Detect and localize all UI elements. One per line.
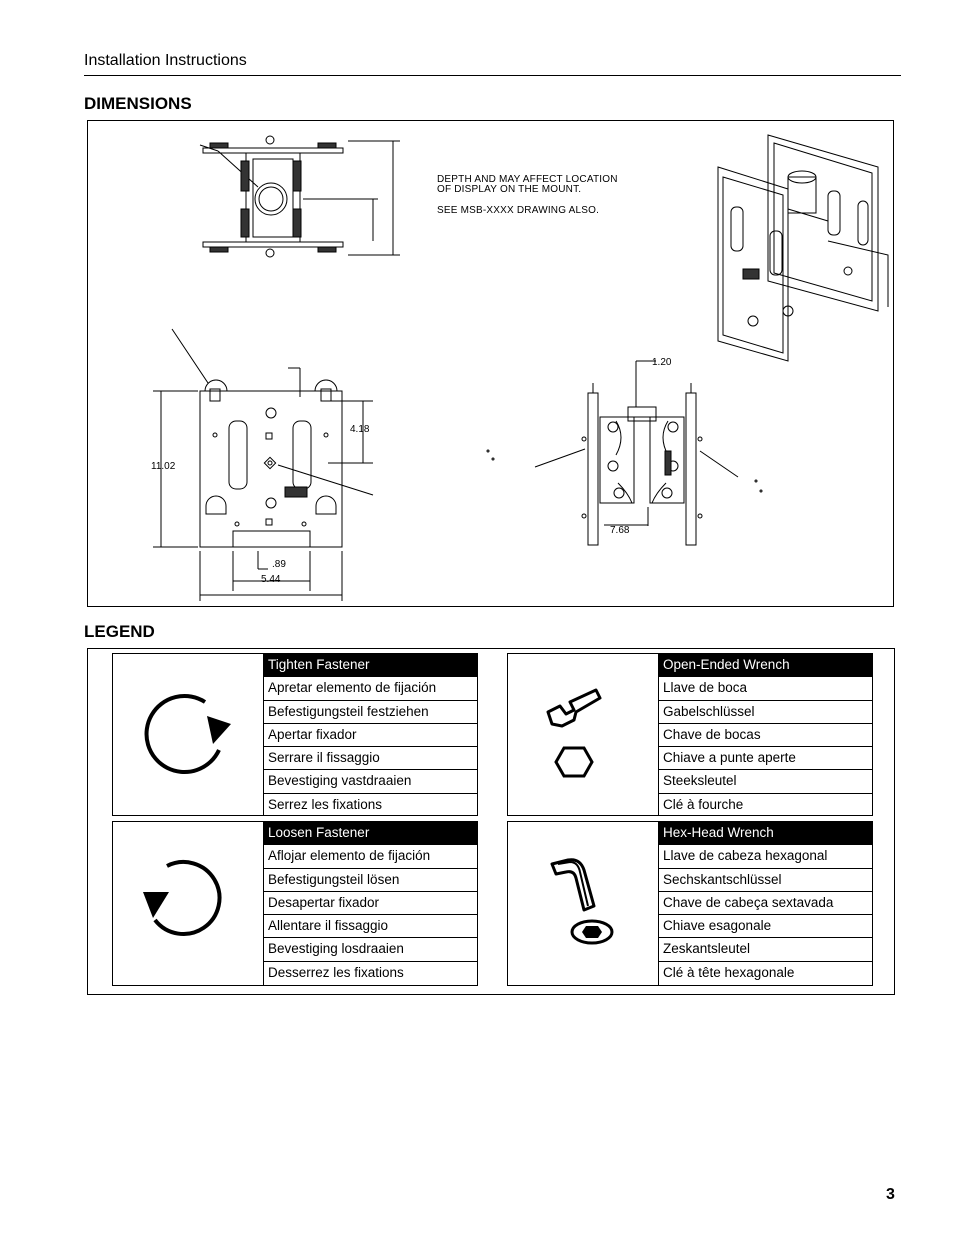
legend-open-wrench-fr: Clé à fourche xyxy=(663,796,744,812)
legend-loosen-de: Befestigungsteil lösen xyxy=(264,869,477,892)
technical-drawing xyxy=(153,134,889,601)
legend-tighten-de: Befestigungsteil festziehen xyxy=(264,701,477,724)
legend-loosen-pt: Desapertar fixador xyxy=(264,892,477,916)
counterclockwise-arrow-icon xyxy=(113,822,264,985)
page-number: 3 xyxy=(886,1186,895,1203)
legend-tighten-it: Serrare il fissaggio xyxy=(264,747,477,771)
isometric-view-drawing xyxy=(717,134,889,362)
legend-hex-wrench-nl: Zeskantsleutel xyxy=(659,938,872,962)
dimensions-heading: DIMENSIONS xyxy=(84,94,192,113)
legend-open-wrench-table: Open-Ended Wrench Llave de boca Gabelsch… xyxy=(659,654,872,817)
legend-tighten-nl: Bevestiging vastdraaien xyxy=(264,770,477,794)
dimensions-drawing: DEPTH AND MAY AFFECT LOCATION OF DISPLAY… xyxy=(87,120,894,607)
legend-hex-wrench-fr: Clé à tête hexagonale xyxy=(663,964,795,980)
legend-box: Tighten Fastener Apretar elemento de fij… xyxy=(87,648,895,995)
clockwise-arrow-icon xyxy=(113,654,264,815)
top-view-drawing xyxy=(199,135,400,258)
legend-loosen-fr: Desserrez les fixations xyxy=(268,964,404,980)
legend-loosen-title: Loosen Fastener xyxy=(264,822,477,846)
legend-open-ended-wrench: Open-Ended Wrench Llave de boca Gabelsch… xyxy=(507,653,873,816)
legend-open-wrench-title: Open-Ended Wrench xyxy=(659,654,872,678)
header-rule xyxy=(84,75,901,76)
drawing-note-line-2: OF DISPLAY ON THE MOUNT. xyxy=(437,184,582,195)
legend-hex-wrench-title: Hex-Head Wrench xyxy=(659,822,872,846)
legend-loosen-nl: Bevestiging losdraaien xyxy=(264,938,477,962)
legend-hex-wrench-es: Llave de cabeza hexagonal xyxy=(659,845,872,869)
open-ended-wrench-icon xyxy=(508,654,659,815)
dimension-418: 4.18 xyxy=(350,424,370,435)
legend-loosen-it: Allentare il fissaggio xyxy=(264,915,477,939)
legend-hex-head-wrench: Hex-Head Wrench Llave de cabeza hexagona… xyxy=(507,821,873,986)
legend-open-wrench-de: Gabelschlüssel xyxy=(659,701,872,724)
legend-open-wrench-es: Llave de boca xyxy=(659,677,872,701)
legend-hex-wrench-de: Sechskantschlüssel xyxy=(659,869,872,892)
legend-open-wrench-nl: Steeksleutel xyxy=(659,770,872,794)
drawing-note-line-1: DEPTH AND MAY AFFECT LOCATION xyxy=(437,174,618,185)
legend-hex-wrench-pt: Chave de cabeça sextavada xyxy=(659,892,872,916)
page-header: Installation Instructions xyxy=(84,52,247,69)
legend-open-wrench-pt: Chave de bocas xyxy=(659,724,872,748)
legend-tighten-title: Tighten Fastener xyxy=(264,654,477,678)
legend-open-wrench-it: Chiave a punte aperte xyxy=(659,747,872,771)
dimension-120: 1.20 xyxy=(652,357,672,368)
legend-tighten-es: Apretar elemento de fijación xyxy=(264,677,477,701)
dimension-768: 7.68 xyxy=(610,525,630,536)
legend-loosen-es: Aflojar elemento de fijación xyxy=(264,845,477,869)
side-view-drawing xyxy=(486,360,763,546)
legend-tighten-fastener: Tighten Fastener Apretar elemento de fij… xyxy=(112,653,478,816)
legend-loosen-fastener: Loosen Fastener Aflojar elemento de fija… xyxy=(112,821,478,986)
legend-tighten-table: Tighten Fastener Apretar elemento de fij… xyxy=(264,654,477,817)
legend-tighten-pt: Apertar fixador xyxy=(264,724,477,748)
hex-head-wrench-icon xyxy=(508,822,659,985)
legend-heading: LEGEND xyxy=(84,622,155,641)
dimension-height: 11.02 xyxy=(151,461,176,472)
legend-hex-wrench-it: Chiave esagonale xyxy=(659,915,872,939)
legend-hex-wrench-table: Hex-Head Wrench Llave de cabeza hexagona… xyxy=(659,822,872,985)
front-view-drawing xyxy=(153,328,374,601)
legend-tighten-fr: Serrez les fixations xyxy=(268,796,383,812)
dimension-089: .89 xyxy=(272,559,286,570)
drawing-note-line-3: SEE MSB-XXXX DRAWING ALSO. xyxy=(437,205,600,216)
legend-loosen-table: Loosen Fastener Aflojar elemento de fija… xyxy=(264,822,477,985)
dimension-544: 5.44 xyxy=(261,574,281,585)
